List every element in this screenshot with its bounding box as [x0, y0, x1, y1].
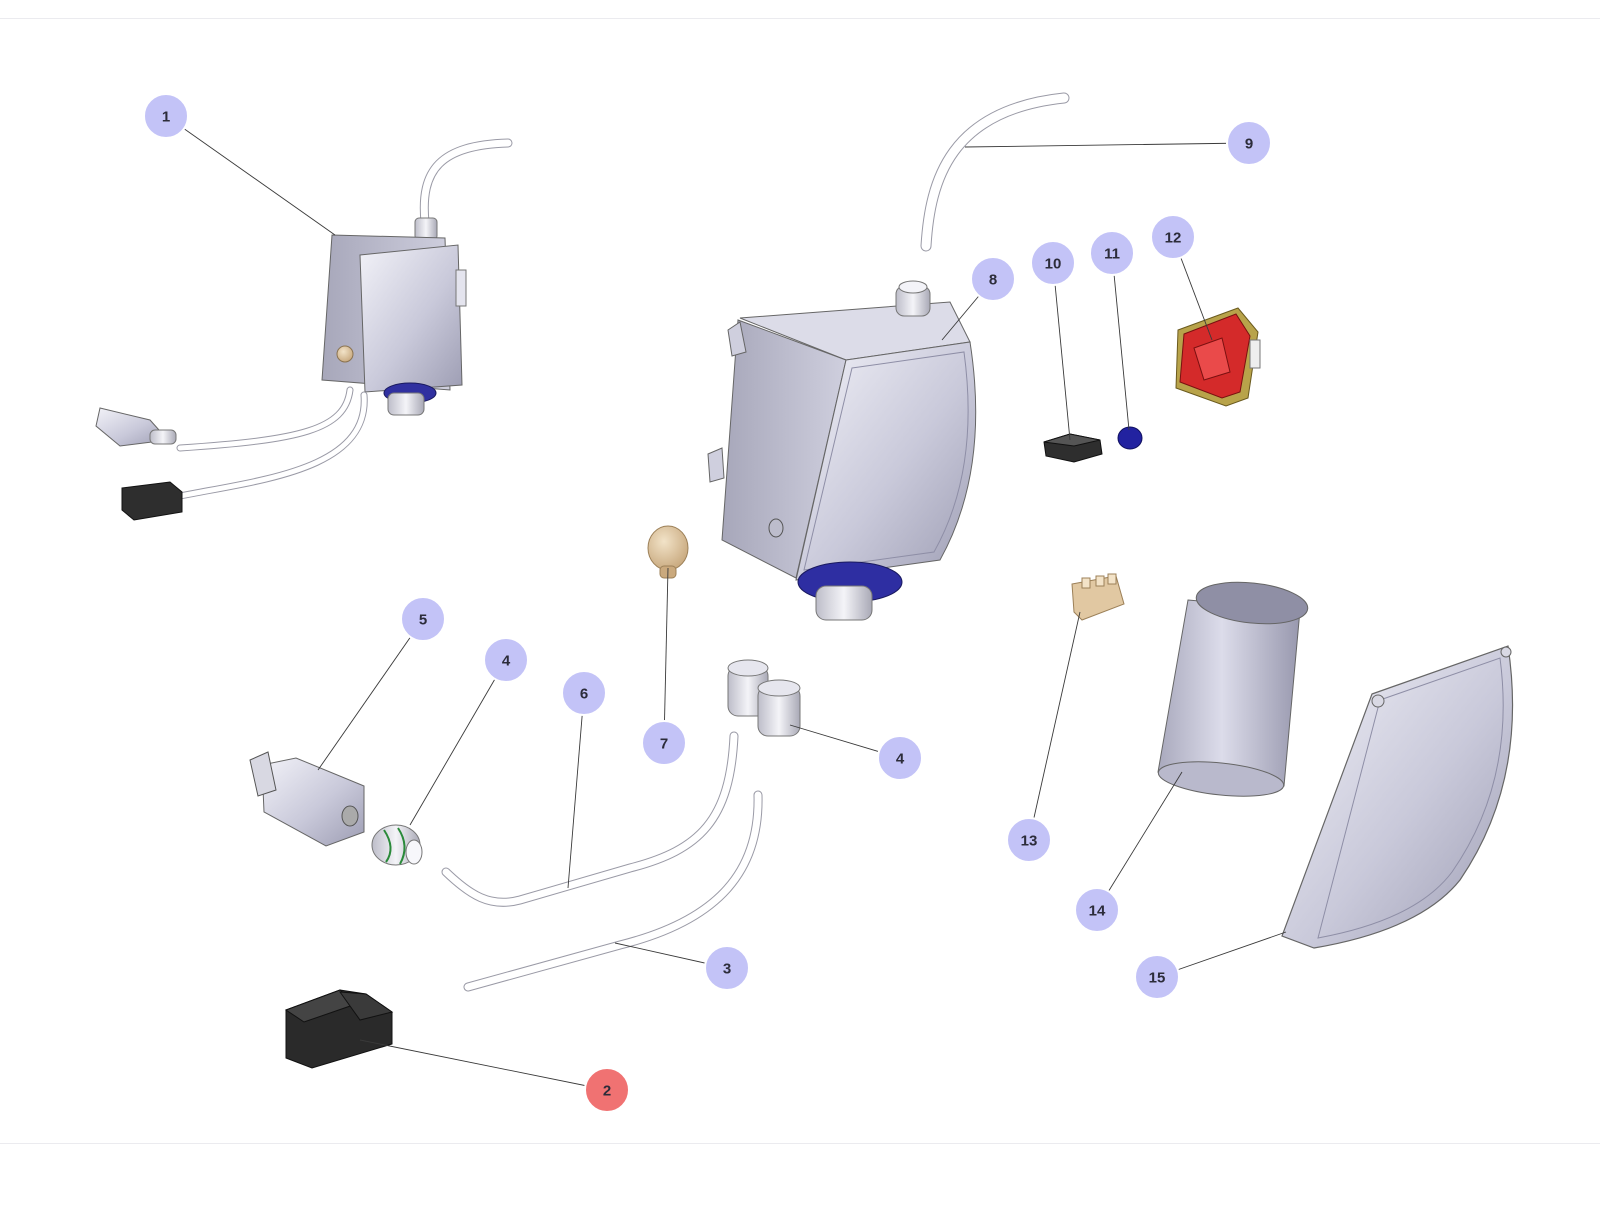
callout-12[interactable]: 12: [1150, 214, 1196, 260]
leader-line-5: [317, 618, 424, 771]
callout-bubble[interactable]: [584, 1067, 630, 1113]
leader-line-10: [1052, 262, 1071, 441]
leader-line-4: [409, 659, 507, 826]
leader-line-2: [359, 1039, 608, 1091]
callout-10[interactable]: 10: [1030, 240, 1076, 286]
part-6-bent-tube: [441, 731, 739, 907]
callout-bubble[interactable]: [143, 93, 189, 139]
leader-line-14: [1096, 771, 1183, 911]
part-1-junction-box-assembly: [95, 138, 513, 521]
callout-bubble[interactable]: [704, 945, 750, 991]
leader-line-13: [1028, 611, 1081, 841]
callout-bubble[interactable]: [1089, 230, 1135, 276]
part-15-cover-lid: [1281, 645, 1514, 949]
callout-13[interactable]: 13: [1006, 817, 1052, 863]
callout-bubble[interactable]: [970, 256, 1016, 302]
callout-5[interactable]: 5: [400, 596, 446, 642]
bottom-divider: [0, 1143, 1600, 1144]
part-9-top-tube: [920, 92, 1070, 252]
callout-3[interactable]: 3: [704, 945, 750, 991]
callout-4[interactable]: 4: [483, 637, 529, 683]
top-divider: [0, 18, 1600, 19]
callout-bubble[interactable]: [641, 720, 687, 766]
callout-bubble[interactable]: [561, 670, 607, 716]
part-11-blue-cap: [1117, 426, 1143, 450]
callout-bubble[interactable]: [1074, 887, 1120, 933]
part-12-red-switch: [1175, 307, 1261, 407]
callout-2-selected[interactable]: 2: [584, 1067, 630, 1113]
callout-4[interactable]: 4: [877, 735, 923, 781]
leader-line-7: [663, 567, 669, 744]
callout-bubble[interactable]: [1134, 954, 1180, 1000]
callout-14[interactable]: 14: [1074, 887, 1120, 933]
callout-8[interactable]: 8: [970, 256, 1016, 302]
callout-bubble[interactable]: [1150, 214, 1196, 260]
part-8-main-housing: [707, 280, 977, 621]
callout-15[interactable]: 15: [1134, 954, 1180, 1000]
callout-bubble[interactable]: [877, 735, 923, 781]
part-4-cable-gland-small: [371, 824, 423, 866]
part-13-terminal-block: [1071, 573, 1125, 621]
leader-line-1: [165, 115, 336, 236]
callout-bubble[interactable]: [400, 596, 446, 642]
callout-9[interactable]: 9: [1226, 120, 1272, 166]
part-5-connector-block: [249, 751, 365, 847]
callout-6[interactable]: 6: [561, 670, 607, 716]
part-10-black-switch-block: [1043, 433, 1103, 463]
leader-lines: [165, 115, 1287, 1091]
callout-1[interactable]: 1: [143, 93, 189, 139]
part-4-cable-gland-pair: [727, 659, 801, 737]
leader-line-6: [567, 692, 585, 889]
callout-bubble[interactable]: [1030, 240, 1076, 286]
part-14-capacitor: [1157, 581, 1309, 797]
leader-line-9: [964, 142, 1250, 148]
part-2-dark-plug: [284, 989, 394, 1069]
leader-line-11: [1111, 252, 1130, 431]
callout-bubble[interactable]: [1006, 817, 1052, 863]
callout-7[interactable]: 7: [641, 720, 687, 766]
callout-11[interactable]: 11: [1089, 230, 1135, 276]
part-3-long-tube: [463, 790, 763, 992]
callout-bubble[interactable]: [1226, 120, 1272, 166]
callout-bubble[interactable]: [483, 637, 529, 683]
